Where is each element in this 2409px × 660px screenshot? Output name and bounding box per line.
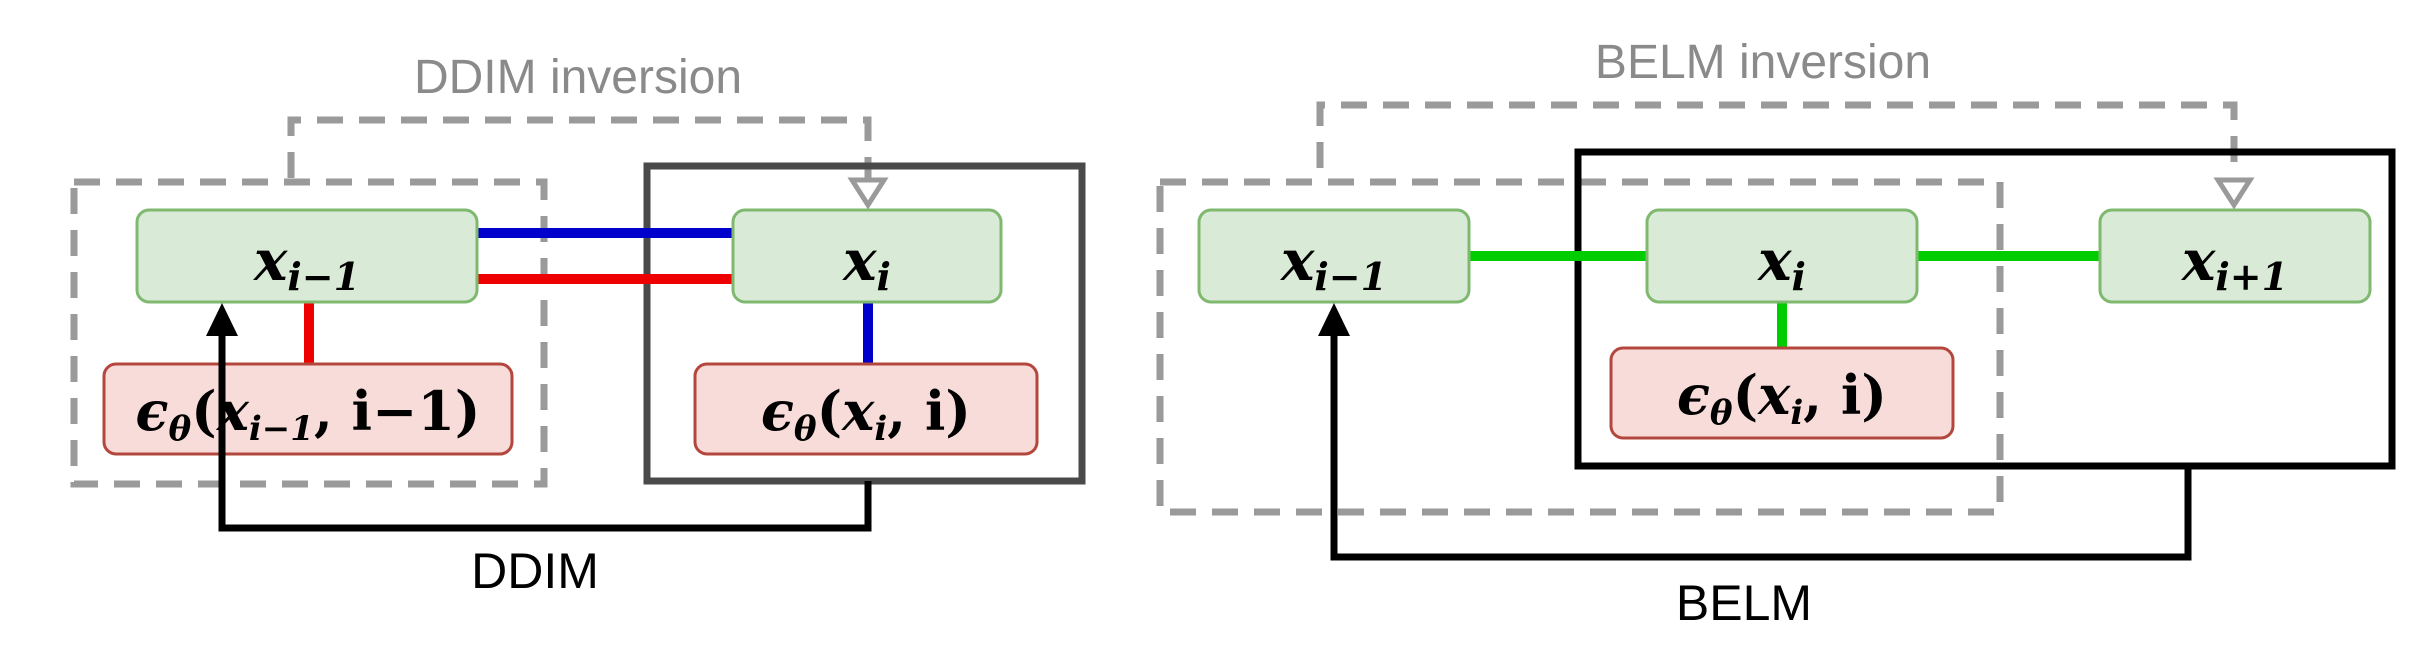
ddim-eps-cur-box [693,362,1039,456]
belm-feedback-arrowhead [1318,303,1350,336]
belm-node-x-prev [1197,208,1471,304]
belm-node-x-next-label: xi+1 [2181,228,2288,299]
belm-node-x-cur-label: xi [1757,228,1806,299]
belm-node-x-next [2098,208,2372,304]
ddim-eps-cur-label: ϵθ(xi, i) [761,379,971,449]
ddim-node-x-prev [135,208,479,304]
belm-node-x-prev-label: xi−1 [1280,228,1387,299]
belm-eps-cur-box [1609,346,1955,440]
ddim-panel: xi−1 xi ϵθ(xi−1, i−1) ϵθ(xi, i) DDIM inv… [70,51,1086,599]
ddim-feedback-arrow [218,330,872,532]
belm-inversion-arrowhead [2213,177,2255,210]
ddim-label: DDIM [471,543,599,599]
belm-feedback-arrow [1330,330,2192,561]
ddim-node-x-cur-label: xi [842,228,891,299]
ddim-inversion-loop [287,116,872,190]
ddim-inversion-title: DDIM inversion [414,51,742,104]
ddim-node-x-prev-label: xi−1 [253,228,360,299]
belm-inversion-title: BELM inversion [1595,36,1931,89]
belm-label: BELM [1676,575,1812,631]
belm-eps-cur-label: ϵθ(xi, i) [1677,363,1887,433]
ddim-left-dashed-group [70,178,548,488]
ddim-node-x-cur [731,208,1003,304]
belm-right-box [1574,148,2396,470]
belm-node-x-cur [1645,208,1919,304]
ddim-eps-prev-label: ϵθ(xi−1, i−1) [136,379,481,449]
ddim-feedback-arrowhead [206,303,238,336]
ddim-inversion-arrowhead [847,177,889,210]
belm-panel: xi−1 xi xi+1 ϵθ(xi, i) BELM inversion BE… [1156,36,2396,631]
belm-inversion-loop [1316,101,2238,190]
ddim-eps-prev-box [102,362,514,456]
